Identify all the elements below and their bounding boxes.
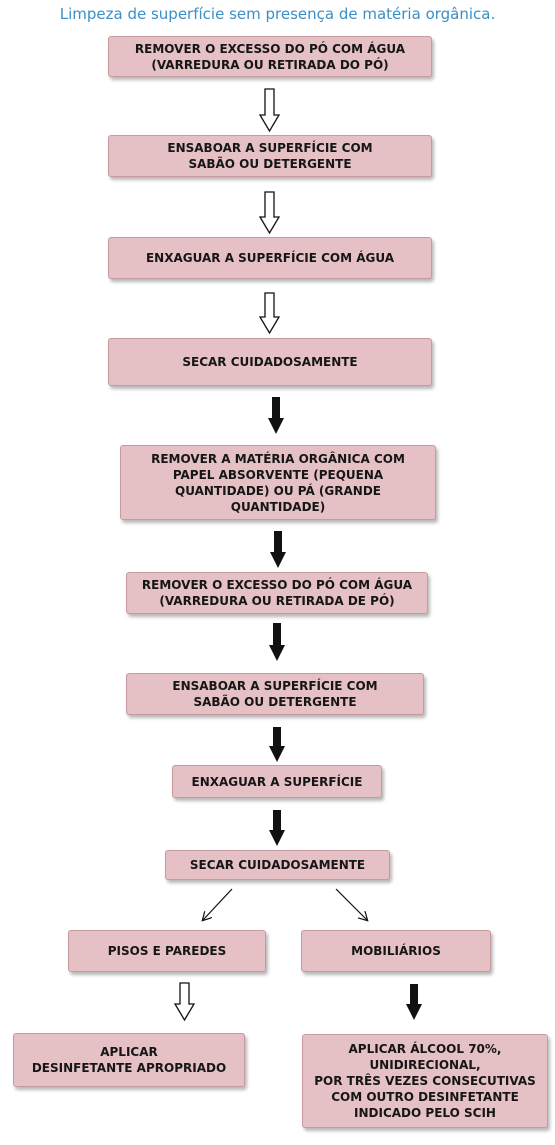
solid-arrow-down-2 [270,531,286,568]
step-dry-carefully: SECAR CUIDADOSAMENTE [108,338,432,386]
step-rinse-surface: ENXAGUAR A SUPERFÍCIE [172,765,382,798]
step-remove-dust: REMOVER O EXCESSO DO PÓ COM ÁGUA (VARRED… [108,36,432,77]
step-apply-alcohol: APLICAR ÁLCOOL 70%, UNIDIRECIONAL, POR T… [302,1034,548,1128]
diagonal-arrow-left [203,888,233,920]
diagram-title: Limpeza de superfície sem presença de ma… [59,5,496,23]
hollow-arrow-down-1 [258,88,281,133]
hollow-arrow-down-3 [258,292,281,335]
solid-arrow-down-3 [269,623,285,661]
step-dry-carefully-2: SECAR CUIDADOSAMENTE [165,850,390,880]
hollow-arrow-down-4 [173,982,196,1022]
step-remove-organic-matter: REMOVER A MATÉRIA ORGÂNICA COM PAPEL ABS… [120,445,436,520]
solid-arrow-down-1 [268,397,284,434]
step-soap-surface-2: ENSABOAR A SUPERFÍCIE COM SABÃO OU DETER… [126,673,424,715]
step-soap-surface: ENSABOAR A SUPERFÍCIE COM SABÃO OU DETER… [108,135,432,177]
step-apply-disinfectant: APLICAR DESINFETANTE APROPRIADO [13,1033,245,1087]
solid-arrow-down-5 [269,810,285,846]
step-rinse-surface-water: ENXAGUAR A SUPERFÍCIE COM ÁGUA [108,237,432,279]
solid-arrow-down-4 [269,727,285,762]
branch-floors-walls: PISOS E PAREDES [68,930,266,972]
step-remove-dust-2: REMOVER O EXCESSO DO PÓ COM ÁGUA (VARRED… [126,572,428,614]
hollow-arrow-down-2 [258,191,281,235]
solid-arrow-down-6 [406,984,422,1020]
branch-furniture: MOBILIÁRIOS [301,930,491,972]
diagonal-arrow-right [335,888,367,920]
